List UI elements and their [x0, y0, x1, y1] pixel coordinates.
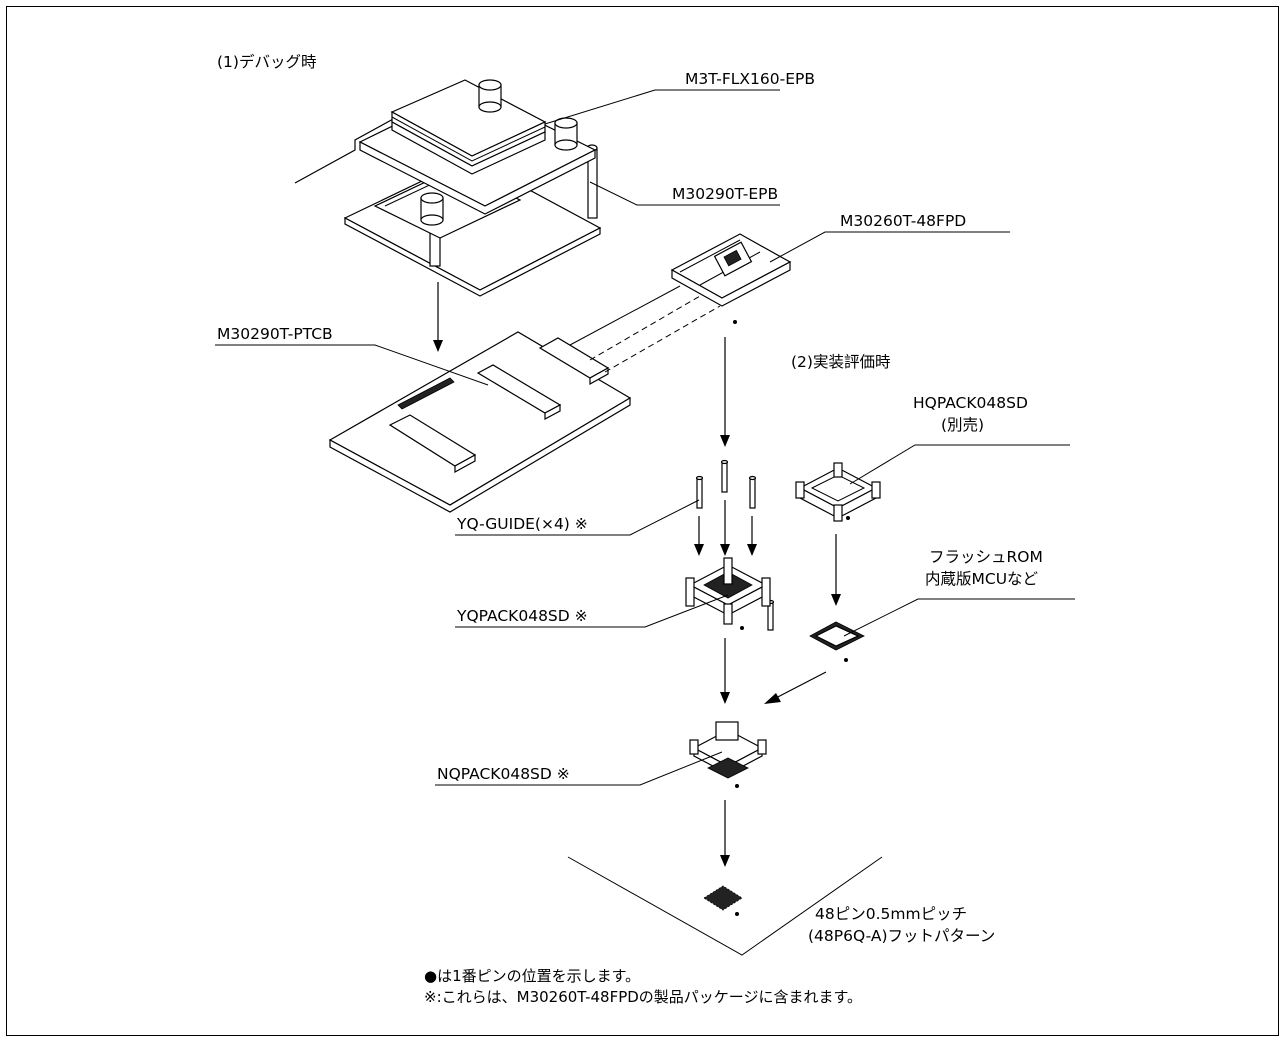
arrow-mcu-to-nqpack [764, 671, 827, 704]
ptcb-board-illustration [328, 331, 632, 513]
yqpack-illustration [685, 557, 771, 630]
note-pin1-position: ●は1番ピンの位置を示します。 [424, 967, 640, 985]
flash-mcu-illustration [809, 621, 865, 662]
label-flx160-epb: M3T-FLX160-EPB [685, 70, 815, 88]
label-m30290t-epb: M30290T-EPB [672, 185, 778, 203]
arrows-guide-to-yqpack [694, 500, 757, 556]
label-m30260t-48fpd: M30260T-48FPD [840, 212, 966, 230]
label-footprint-pattern: (48P6Q-A)フットパターン [808, 927, 995, 945]
emulator-board-illustration [294, 79, 602, 297]
arrow-epb-to-ptcb [433, 282, 443, 352]
label-flash-mcu: 内蔵版MCUなど [925, 570, 1039, 588]
arrow-fpd-down [720, 337, 730, 447]
nqpack-illustration [689, 721, 767, 788]
section-debug-title: (1)デバッグ時 [217, 52, 316, 71]
diagram-frame [6, 6, 1279, 1036]
hqpack-illustration [795, 462, 881, 522]
leader-lines [215, 89, 1075, 786]
footprint-board [567, 856, 883, 956]
label-yqpack048sd: YQPACK048SD ※ [456, 607, 588, 625]
arrow-hqpack-down [831, 534, 841, 606]
fpd-board-illustration [670, 233, 792, 324]
flex-cable [569, 285, 721, 373]
label-yq-guide: YQ-GUIDE(×4) ※ [456, 515, 588, 533]
label-hqpack048sd: HQPACK048SD [913, 394, 1028, 412]
label-footprint-pitch: 48ピン0.5mmピッチ [815, 905, 967, 923]
note-included-items: ※:これらは、M30260T-48FPDの製品パッケージに含まれます。 [424, 988, 862, 1006]
section-mount-title: (2)実装評価時 [791, 353, 890, 371]
label-hqpack-separately-sold: (別売) [941, 416, 984, 434]
label-m30290t-ptcb: M30290T-PTCB [217, 325, 333, 343]
label-nqpack048sd: NQPACK048SD ※ [437, 765, 570, 783]
label-flash-rom: フラッシュROM [929, 548, 1043, 566]
arrow-nqpack-down [720, 800, 730, 867]
arrow-yqpack-down [720, 638, 730, 704]
